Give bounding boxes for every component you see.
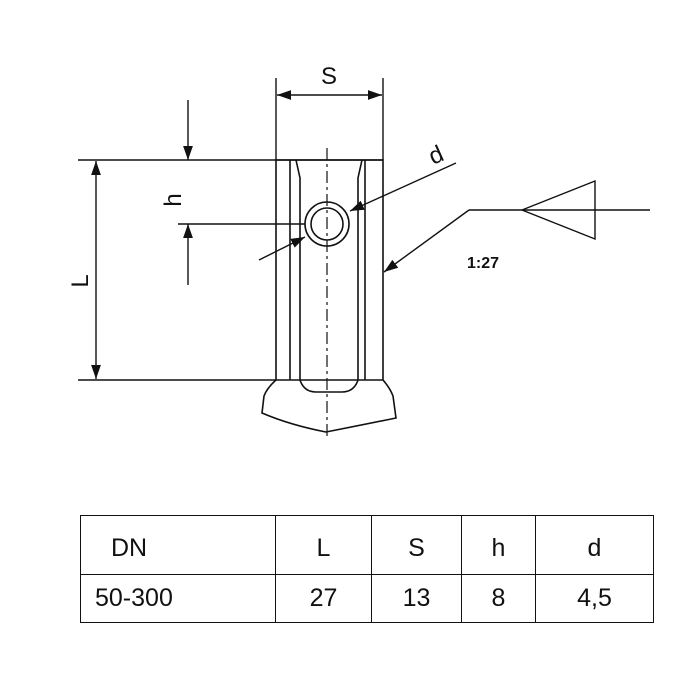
taper-ratio-label: 1:27 bbox=[467, 255, 499, 272]
dimension-d-label: d bbox=[425, 140, 448, 170]
cell-l: 27 bbox=[275, 574, 372, 623]
cell-dn: 50-300 bbox=[80, 574, 276, 623]
header-s: S bbox=[371, 515, 462, 575]
dimension-h-label: h bbox=[160, 193, 187, 206]
part-outline bbox=[261, 159, 397, 433]
table-row: 50-300 27 13 8 4,5 bbox=[80, 574, 654, 623]
header-l: L bbox=[275, 515, 372, 575]
cell-h: 8 bbox=[461, 574, 536, 623]
cell-d: 4,5 bbox=[535, 574, 654, 623]
dimension-d bbox=[258, 162, 457, 261]
dimension-h bbox=[178, 100, 305, 285]
dimension-l-label: L bbox=[67, 274, 94, 287]
dimension-s bbox=[275, 78, 384, 160]
taper-indicator bbox=[383, 179, 650, 273]
header-dn: DN bbox=[80, 515, 276, 575]
dimensions-table: DN L S h d 50-300 27 13 8 4,5 bbox=[80, 515, 654, 623]
table-header-row: DN L S h d bbox=[80, 515, 654, 575]
header-d: d bbox=[535, 515, 654, 575]
dimension-l bbox=[78, 159, 383, 381]
header-h: h bbox=[461, 515, 536, 575]
cell-s: 13 bbox=[371, 574, 462, 623]
dimension-s-label: S bbox=[321, 63, 337, 90]
